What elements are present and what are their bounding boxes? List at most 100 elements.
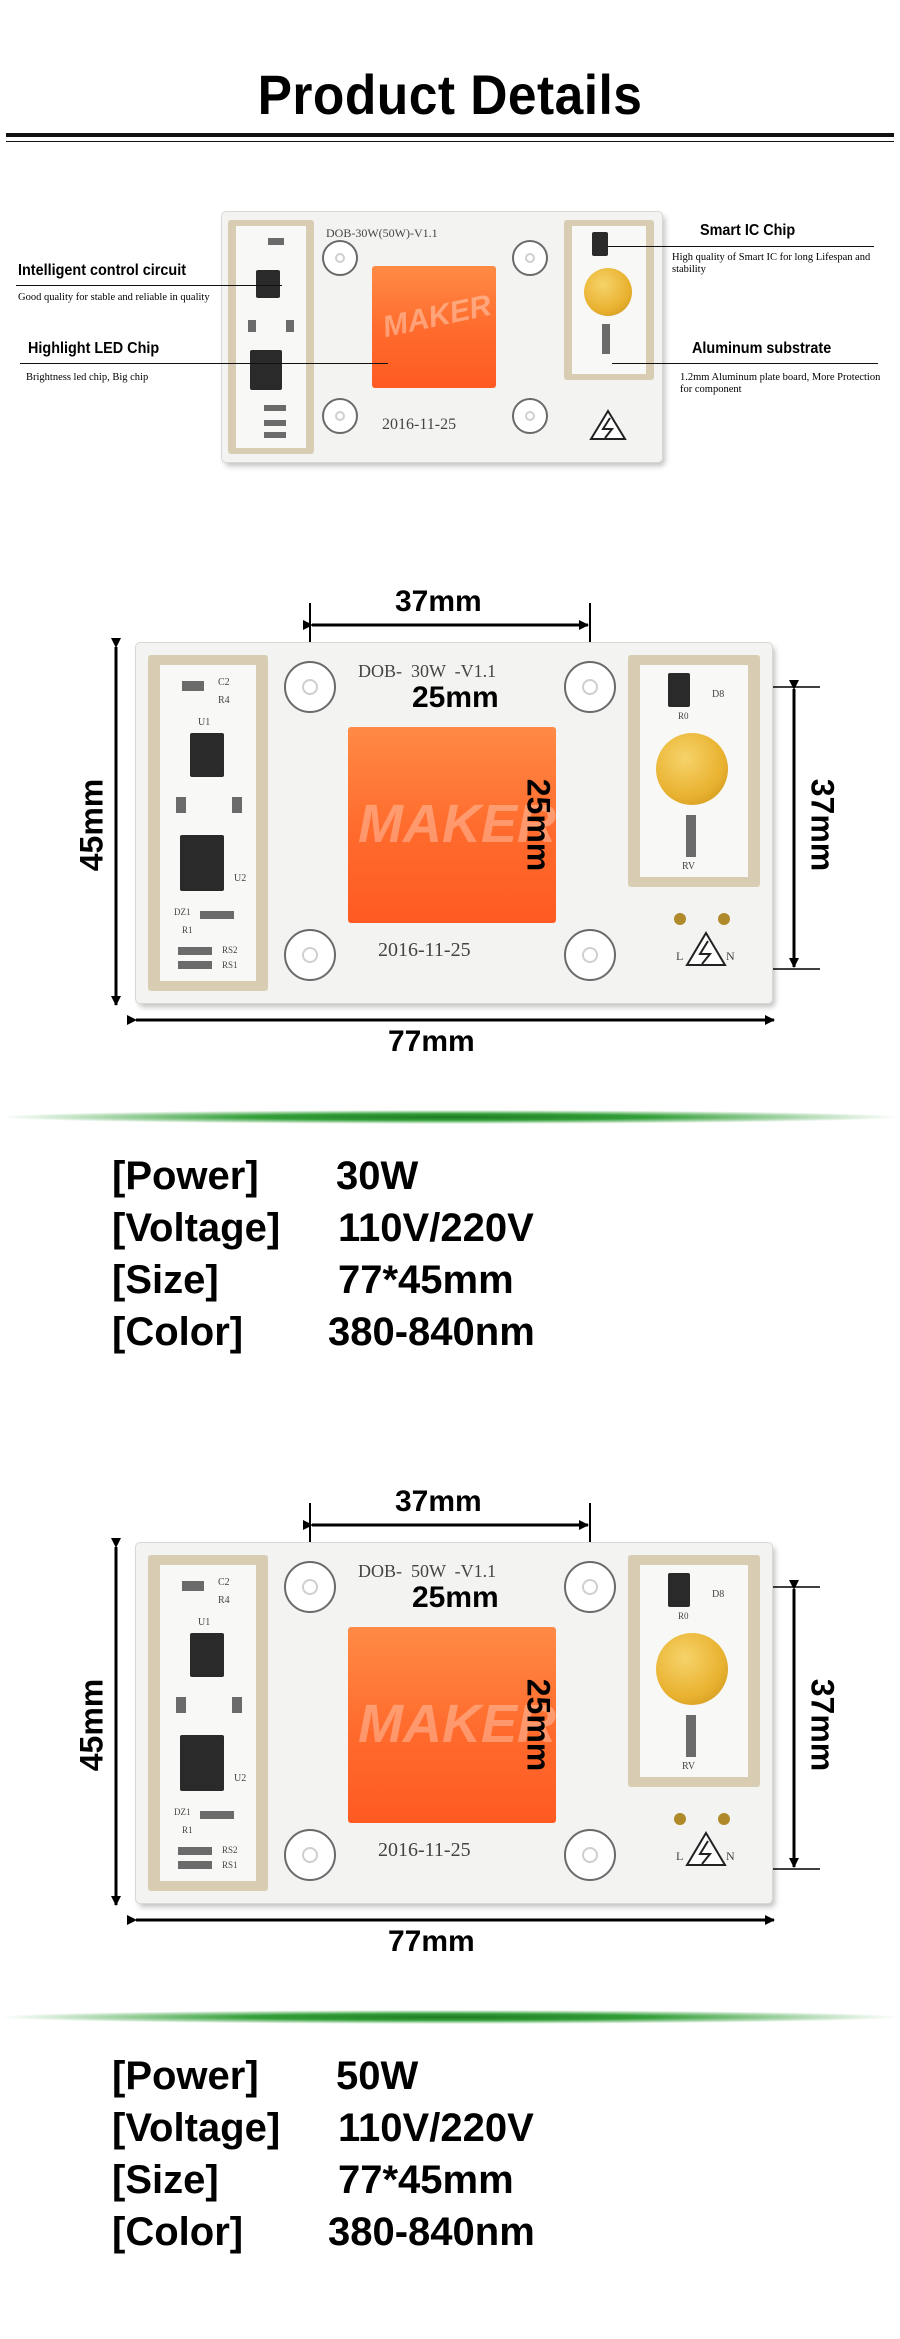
board-50w-hole-tl	[284, 1561, 336, 1613]
board-30w-dim-height: 45mm	[73, 778, 110, 872]
spec-value: 110V/220V	[338, 1206, 534, 1250]
board-50w-dim-height: 45mm	[73, 1678, 110, 1772]
overview-hole-bl	[322, 398, 358, 434]
spec-row-size: [Size] 77*45mm	[112, 2154, 672, 2206]
board-50w-dim-chip-height: 25mm	[520, 1678, 557, 1772]
overview-left-strip	[228, 220, 314, 454]
callout-highlight-title: Highlight LED Chip	[28, 340, 160, 357]
board-50w-right-strip: D8 R0 RV	[628, 1555, 760, 1787]
board-50w-dim-hole-spacing: 37mm	[395, 1485, 482, 1518]
board-50w-n-label: N	[726, 1849, 735, 1863]
overview-warning-icon	[589, 409, 627, 440]
overview-led-chip	[372, 266, 496, 388]
spec-value: 77*45mm	[338, 1258, 514, 1302]
overview-hole-tl	[322, 240, 358, 276]
board-30w-silk: DOB- 30W -V1.1	[358, 661, 497, 681]
overview-ic-u1	[256, 270, 280, 298]
board-50w-date: 2016-11-25	[378, 1839, 471, 1861]
board-30w-date: 2016-11-25	[378, 939, 471, 961]
board-30w-warning-icon	[685, 931, 727, 966]
spec-label: [Size]	[112, 1258, 219, 1302]
title-rule-thick	[6, 133, 894, 137]
callout-intelligent-desc: Good quality for stable and reliable in …	[18, 292, 210, 303]
callout-intelligent-title: Intelligent control circuit	[18, 262, 187, 279]
callout-aluminum-desc: 1.2mm Aluminum plate board, More Protect…	[680, 372, 881, 395]
spec-label: [Color]	[112, 2210, 244, 2254]
board-50w: C2 R4 U1 U2 DZ1 R1 RS2 RS1 DOB- 50W -V1.…	[136, 1543, 772, 1903]
spec-row-voltage: [Voltage] 110V/220V	[112, 1202, 672, 1254]
board-30w-dim-right-height: 37mm	[804, 778, 841, 872]
board-50w-warning-icon	[685, 1831, 727, 1866]
board-30w-hole-bl	[284, 929, 336, 981]
overview-board-silk: DOB-30W(50W)-V1.1	[326, 226, 438, 240]
board-50w-led-chip	[348, 1627, 556, 1823]
spec-label: [Size]	[112, 2158, 219, 2202]
board-30w-watermark: MAKER	[358, 794, 556, 854]
board-30w-l-label: L	[676, 949, 684, 963]
overview-right-strip	[564, 220, 654, 380]
callout-line-highlight	[20, 363, 388, 364]
board-30w-section: C2 R4 U1 U2 DZ1 R1 RS2 RS1 DOB- 30W -V1.…	[0, 585, 900, 1058]
board-30w-hole-tl	[284, 661, 336, 713]
board-50w-dim-chip-width: 25mm	[412, 1581, 499, 1614]
spec-label: [Color]	[112, 1310, 244, 1354]
spec-label: [Power]	[112, 1154, 259, 1198]
board-30w-dim-hole-spacing: 37mm	[395, 585, 482, 618]
overview-board-date: 2016-11-25	[382, 416, 457, 433]
callout-highlight-desc: Brightness led chip, Big chip	[26, 372, 149, 383]
board-30w-varistor	[656, 733, 728, 805]
overview-section: DOB-30W(50W)-V1.1 MAKER 2016-11-25 Intel…	[0, 190, 900, 490]
board-30w-dim-length: 77mm	[388, 1025, 475, 1058]
board-50w-varistor	[656, 1633, 728, 1705]
board-50w-hole-tr	[564, 1561, 616, 1613]
board-30w-dim-chip-width: 25mm	[412, 681, 499, 714]
spec-value: 380-840nm	[328, 1310, 535, 1354]
callout-aluminum-title: Aluminum substrate	[692, 340, 832, 357]
spec-row-size: [Size] 77*45mm	[112, 1254, 672, 1306]
callout-smart-ic-title: Smart IC Chip	[700, 222, 796, 239]
spec-row-voltage: [Voltage] 110V/220V	[112, 2102, 672, 2154]
spec-value: 77*45mm	[338, 2158, 514, 2202]
title-rule-thin	[6, 141, 894, 142]
spec-value: 380-840nm	[328, 2210, 535, 2254]
callout-smart-ic-desc: High quality of Smart IC for long Lifesp…	[672, 252, 871, 275]
board-50w-left-strip: C2 R4 U1 U2 DZ1 R1 RS2 RS1	[148, 1555, 268, 1891]
overview-hole-tr	[512, 240, 548, 276]
divider-2	[0, 2010, 900, 2024]
board-50w-specs: [Power] 50W [Voltage] 110V/220V [Size] 7…	[112, 2050, 672, 2258]
board-50w-section: C2 R4 U1 U2 DZ1 R1 RS2 RS1 DOB- 50W -V1.…	[0, 1485, 900, 1958]
board-30w-ic-u1	[190, 733, 224, 777]
board-30w-hole-br	[564, 929, 616, 981]
board-30w-hole-tr	[564, 661, 616, 713]
board-50w-dim-length: 77mm	[388, 1925, 475, 1958]
board-50w-silk: DOB- 50W -V1.1	[358, 1561, 497, 1581]
board-30w-left-strip: C2 R4 U1 U2 DZ1 R1 RS2 RS1	[148, 655, 268, 991]
board-30w-specs: [Power] 30W [Voltage] 110V/220V [Size] 7…	[112, 1150, 672, 1358]
overview-board: DOB-30W(50W)-V1.1 MAKER 2016-11-25	[222, 212, 662, 462]
spec-value: 30W	[336, 1154, 419, 1198]
spec-row-power: [Power] 30W	[112, 1150, 672, 1202]
spec-row-power: [Power] 50W	[112, 2050, 672, 2102]
board-30w-ic-u2	[180, 835, 224, 891]
page-title: Product Details	[257, 63, 643, 126]
board-50w-ic-u2	[180, 1735, 224, 1791]
overview-varistor	[584, 268, 632, 316]
overview-hole-br	[512, 398, 548, 434]
board-30w-n-label: N	[726, 949, 735, 963]
board-50w-watermark: MAKER	[358, 1694, 556, 1754]
spec-row-color: [Color] 380-840nm	[112, 2206, 672, 2258]
spec-row-color: [Color] 380-840nm	[112, 1306, 672, 1358]
callout-line-aluminum	[612, 363, 878, 364]
board-30w-right-strip: D8 R0 RV	[628, 655, 760, 887]
board-50w-hole-bl	[284, 1829, 336, 1881]
board-50w-l-label: L	[676, 1849, 684, 1863]
spec-label: [Power]	[112, 2054, 259, 2098]
divider-1	[0, 1110, 900, 1124]
board-30w-led-chip	[348, 727, 556, 923]
board-50w-hole-br	[564, 1829, 616, 1881]
overview-ic-u2	[250, 350, 282, 390]
spec-value: 110V/220V	[338, 2106, 534, 2150]
spec-label: [Voltage]	[112, 2106, 281, 2150]
board-50w-dim-right-height: 37mm	[804, 1678, 841, 1772]
spec-label: [Voltage]	[112, 1206, 281, 1250]
